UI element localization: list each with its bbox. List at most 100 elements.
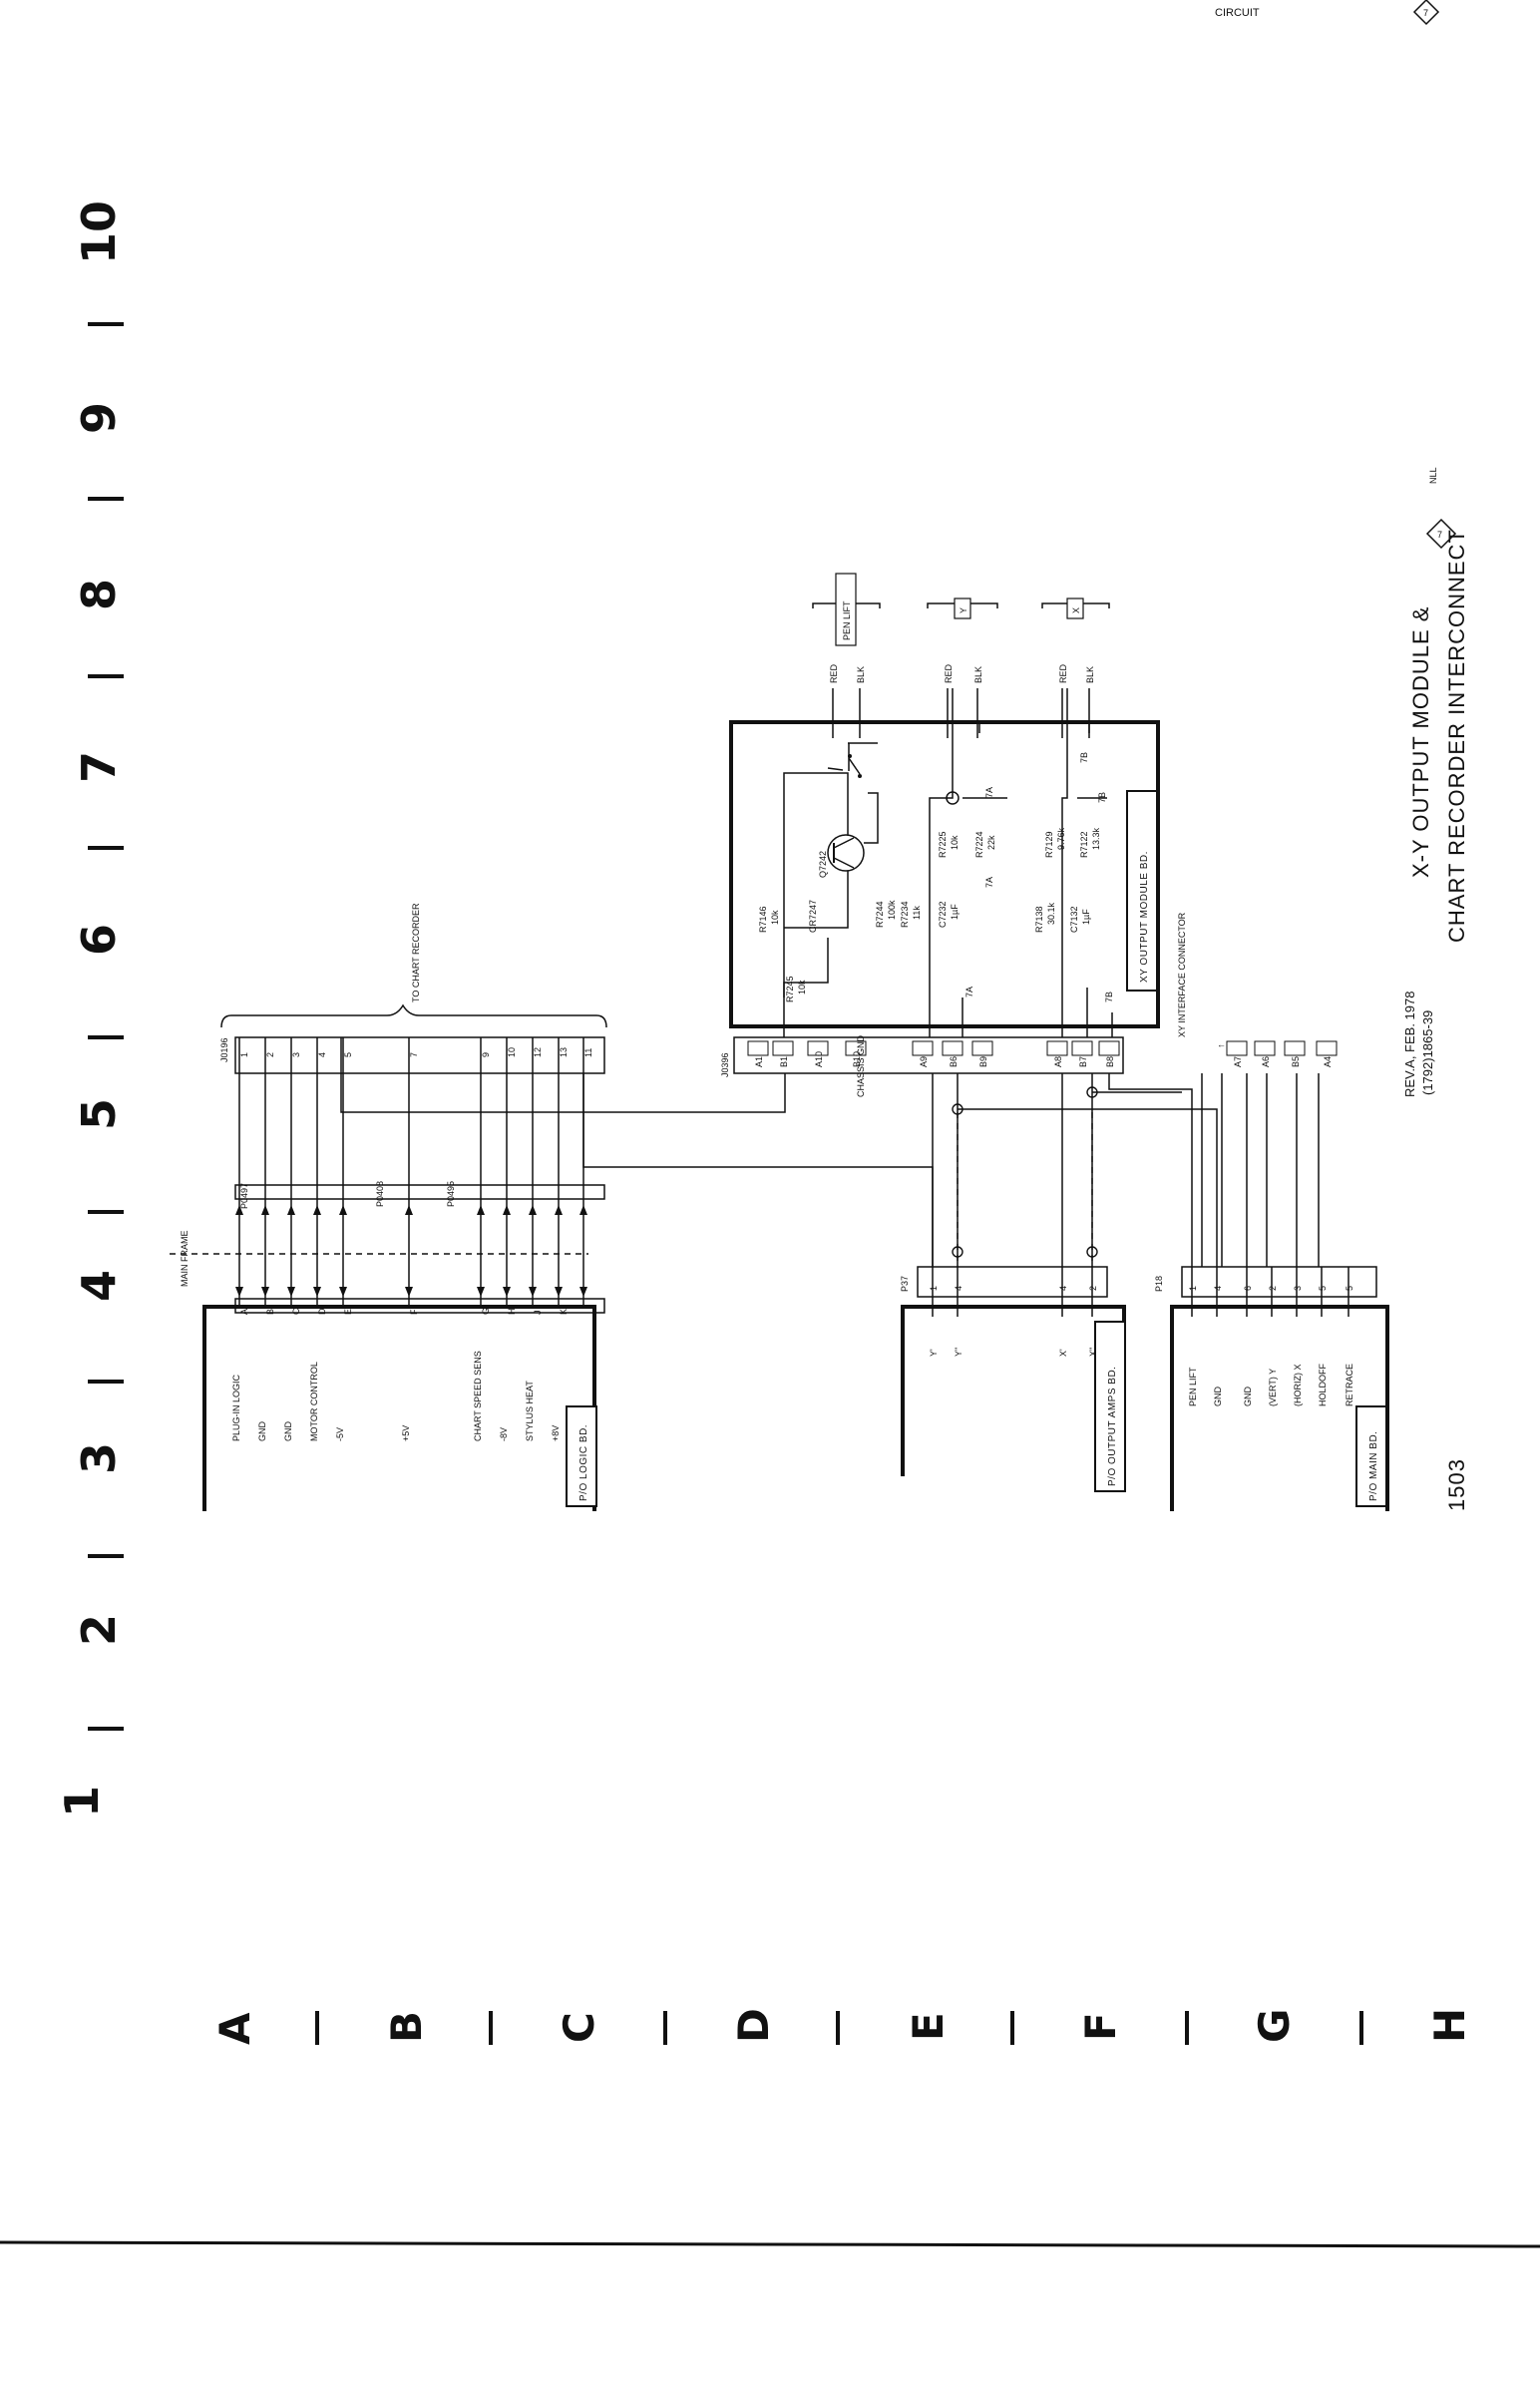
row-zone-markers: A B C D E F G H — [210, 2008, 1474, 2045]
logic-pin-6: G — [481, 1308, 491, 1315]
recorder-output-name-2: X — [1071, 607, 1081, 613]
p18-pin-4: 3 — [1293, 1286, 1303, 1291]
component-r7138: R7138 — [1034, 906, 1044, 933]
amps-signal-0: Y' — [929, 1349, 939, 1357]
arrow-up-9 — [555, 1205, 563, 1215]
main-signal-0: PEN LIFT — [1188, 1367, 1198, 1406]
corner-badge: 7 — [1412, 0, 1440, 26]
component-r7138-value: 30.1k — [1046, 902, 1056, 925]
arrow-down-6 — [477, 1287, 485, 1297]
xy-module-name-box — [1126, 790, 1158, 992]
arrow-down-3 — [313, 1287, 321, 1297]
arrow-down-10 — [579, 1287, 587, 1297]
j0196-pin-9: 13 — [559, 1047, 569, 1057]
p37-pin-1: 4 — [954, 1286, 963, 1291]
j0396-pin-0: A1 — [754, 1056, 764, 1067]
zone-2: 2 — [72, 1614, 126, 1646]
xref-2: 7A — [964, 987, 974, 997]
zone-5: 5 — [72, 1098, 126, 1130]
j0196-pin-6: 9 — [481, 1052, 491, 1057]
p18-pin-0: 1 — [1188, 1286, 1198, 1291]
logic-pin-1: B — [265, 1309, 275, 1315]
arrow-down-2 — [287, 1287, 295, 1297]
connector-p18: P18 — [1154, 1276, 1164, 1292]
logic-signal-0: PLUG-IN LOGIC — [231, 1374, 241, 1441]
recorder-output-name-1: Y — [959, 607, 968, 613]
zone-D: D — [729, 2008, 778, 2043]
component-r7234-value: 11k — [912, 906, 922, 920]
j0396-pinbox-11 — [1254, 1040, 1276, 1056]
zone-10: 10 — [72, 200, 126, 264]
main-signal-5: HOLDOFF — [1318, 1363, 1328, 1406]
component-r7129: R7129 — [1044, 831, 1054, 858]
xy-module-name: XY OUTPUT MODULE BD. — [1139, 851, 1150, 983]
arrow-up-7 — [503, 1205, 511, 1215]
component-r7224: R7224 — [974, 831, 984, 858]
component-r7225-value: 10k — [950, 835, 960, 850]
xref-4: 7B — [1097, 792, 1107, 803]
arrow-down-1 — [261, 1287, 269, 1297]
component-r7245-value: 10k — [797, 980, 807, 995]
p37-pin-3: 2 — [1088, 1286, 1098, 1291]
revision-line1: REV.A, FEB. 1978 — [1402, 992, 1417, 1097]
zone-8: 8 — [72, 579, 126, 610]
p37-pin-2: 4 — [1058, 1286, 1068, 1291]
svg-text:7: 7 — [1437, 530, 1442, 540]
chassis-gnd: CHASSIS GND — [856, 1034, 866, 1097]
arrow-down-9 — [555, 1287, 563, 1297]
j0396-pinbox-2 — [807, 1040, 829, 1056]
component-r7225: R7225 — [938, 831, 948, 858]
main-board-name-box — [1355, 1405, 1387, 1507]
xref-0: 7A — [984, 787, 994, 798]
j0396-pinbox-3 — [845, 1040, 867, 1056]
j0196-pin-1: 2 — [265, 1052, 275, 1057]
component-c7232-value: 1µF — [950, 904, 960, 920]
j0396-pin-7: A8 — [1053, 1056, 1063, 1067]
output-amps-name-box — [1094, 1321, 1126, 1492]
connector-p0408: P0408 — [375, 1181, 385, 1207]
logic-pin-4: E — [343, 1309, 353, 1315]
q7242-transistor: Q7242 — [818, 834, 865, 878]
j0196-pin-4: 5 — [343, 1052, 353, 1057]
j0396-pin-1: B1 — [779, 1056, 789, 1067]
component-r7234: R7234 — [900, 901, 910, 928]
j0196-pin-3: 4 — [317, 1052, 327, 1057]
zone-7: 7 — [72, 751, 126, 783]
j0396-pin-13: A4 — [1323, 1056, 1333, 1067]
main-frame-label: MAIN FRAME — [180, 1230, 190, 1287]
wire-red-2: RED — [1058, 663, 1068, 683]
connector-p0497: P0497 — [239, 1183, 249, 1209]
wire-blk-1: BLK — [973, 666, 983, 683]
zone-H: H — [1425, 2008, 1474, 2043]
j0396-pin-4: A9 — [919, 1056, 929, 1067]
main-signal-2: GND — [1243, 1387, 1253, 1407]
zone-F: F — [1076, 2012, 1125, 2041]
connector-j0396: J0396 — [720, 1052, 730, 1077]
wire-red-1: RED — [944, 663, 954, 683]
j0196-pin-0: 1 — [239, 1052, 249, 1057]
j0396-pinbox-10 — [1226, 1040, 1248, 1056]
j0396-pin-12: B5 — [1291, 1056, 1301, 1067]
wire-red-0: RED — [829, 663, 839, 683]
j0396-pin-5: B6 — [949, 1056, 959, 1067]
j0196-pin-10: 11 — [583, 1048, 593, 1057]
arrow-interface: ← — [1217, 1039, 1226, 1049]
logic-signal-8: STYLUS HEAT — [525, 1381, 535, 1441]
j0396-pin-3: B10 — [852, 1051, 862, 1067]
arrow-up-0 — [235, 1205, 243, 1215]
logic-pin-3: D — [317, 1308, 327, 1315]
arrow-down-7 — [503, 1287, 511, 1297]
component-c7232: C7232 — [938, 901, 948, 928]
j0396-pin-8: B7 — [1078, 1056, 1088, 1067]
arrow-up-10 — [579, 1205, 587, 1215]
component-r7146: R7146 — [758, 906, 768, 933]
j0396-pin-10: A7 — [1233, 1056, 1243, 1067]
interconnect-wiring: ← — [340, 1012, 1320, 1267]
j0396-pin-11: A6 — [1261, 1056, 1271, 1067]
j0396-pinbox-13 — [1316, 1040, 1338, 1056]
svg-text:7: 7 — [1423, 8, 1428, 18]
